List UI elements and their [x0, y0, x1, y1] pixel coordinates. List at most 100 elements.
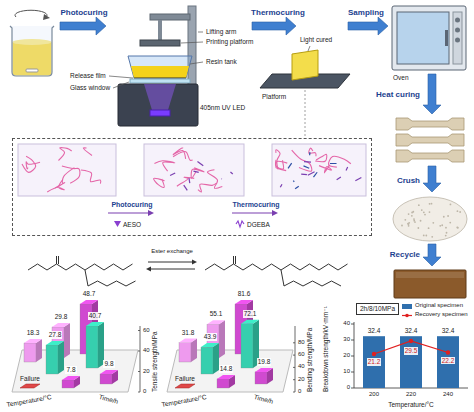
powder-grain — [423, 211, 425, 213]
value-label: 27.8 — [48, 331, 63, 339]
knob — [455, 18, 460, 23]
dog-bone-specimen — [396, 134, 464, 146]
tick-label: 200 — [369, 391, 379, 398]
bar-front — [201, 347, 213, 374]
process-arrow — [232, 212, 272, 213]
tick-label: 40 — [143, 347, 150, 354]
tick-label: 240 — [443, 391, 453, 398]
axis-title: Time/h — [98, 393, 119, 406]
part-label: 405nm UV LED — [200, 104, 245, 112]
stir-bar — [26, 69, 38, 72]
arrow-head — [148, 210, 154, 216]
bar-side — [64, 323, 70, 358]
aeso-chain — [58, 148, 71, 161]
crosslink — [188, 178, 190, 183]
tick-mark — [293, 355, 295, 356]
leader-line — [190, 62, 203, 64]
aeso-chain — [47, 180, 64, 192]
carbonyl-bond — [58, 256, 59, 264]
crosslink — [346, 167, 348, 170]
powder-grain — [408, 213, 410, 215]
bar-top — [217, 375, 235, 379]
tick-label: 20 — [298, 376, 305, 383]
value-label: 32.4 — [405, 327, 418, 335]
powder-grain — [439, 225, 441, 227]
bar-top — [86, 322, 104, 326]
bar-3d — [86, 322, 104, 368]
failure-label: Failure — [175, 375, 195, 383]
polymer-network — [276, 148, 362, 189]
printer-base — [118, 84, 198, 126]
aeso-symbol — [114, 221, 121, 227]
powder-grain — [425, 235, 427, 237]
powder-grain — [421, 209, 423, 211]
bar-3d — [179, 339, 197, 363]
aeso-chain — [292, 150, 312, 171]
knob — [455, 28, 460, 33]
bar-top — [100, 370, 118, 374]
powder-grain — [441, 224, 443, 226]
process-label: Photocuring — [111, 201, 152, 209]
bar-front — [24, 343, 36, 362]
crosslink — [295, 186, 299, 189]
powder-grain — [456, 227, 458, 229]
axis-title: Time/h — [253, 393, 274, 406]
aeso-chain — [309, 148, 316, 156]
value-label: 32.4 — [368, 327, 381, 335]
tick-label: 10 — [343, 368, 350, 375]
bar-top — [46, 341, 64, 345]
bar-top — [52, 323, 70, 327]
bar-front — [86, 326, 98, 368]
aeso-chain — [81, 170, 101, 184]
molecule-bond — [281, 270, 341, 286]
powder-grain — [450, 204, 452, 206]
part-label: Printing platform — [206, 38, 253, 46]
tick-label: 0 — [143, 388, 146, 395]
aeso-chain — [198, 183, 216, 192]
flow-arrow — [348, 17, 388, 35]
monomer-label: DGEBA — [247, 221, 270, 229]
leader-line — [308, 46, 310, 51]
value-label: 29.8 — [54, 313, 69, 321]
exchange-arrow — [151, 269, 195, 270]
carbonyl-bond — [233, 256, 234, 264]
crosslink — [330, 163, 337, 164]
step-label: Sampling — [348, 8, 384, 18]
bar-3d — [24, 339, 42, 362]
step-label: Crush — [397, 176, 420, 186]
powder-grain — [413, 220, 415, 222]
bar-top — [241, 320, 259, 324]
value-label: 55.1 — [209, 310, 224, 318]
powder-grain — [412, 211, 414, 213]
crosslink — [170, 173, 175, 176]
value-label: 72.1 — [243, 310, 258, 318]
oven-panel — [453, 12, 462, 64]
tick-label: 60 — [143, 327, 150, 334]
step-label: Heat curing — [376, 90, 420, 100]
aeso-chain — [83, 148, 92, 156]
legend-point-sample — [405, 314, 409, 318]
oven-handle — [445, 30, 448, 46]
leader-line — [181, 42, 203, 43]
plate-shine — [396, 272, 464, 278]
powder-grain — [457, 210, 459, 212]
bar-3d — [201, 343, 219, 374]
aeso-chain — [276, 161, 287, 170]
crosslink — [304, 166, 310, 168]
powder-grain — [417, 227, 419, 229]
arrow-head — [272, 210, 278, 216]
crushed-powder — [393, 197, 467, 241]
condition-text: 2h/8/10MPa — [360, 305, 395, 313]
step-label: Photocuring — [60, 8, 107, 18]
part-label: Resin tank — [206, 58, 237, 66]
bar-3d — [46, 341, 64, 374]
part-label: Lifting arm — [206, 28, 236, 36]
aeso-chain — [154, 178, 165, 187]
powder-grain — [449, 222, 451, 224]
tick-label: 30 — [343, 336, 350, 343]
value-label: 31.8 — [181, 329, 196, 337]
recovery-point — [446, 350, 450, 354]
value-label: 81.6 — [237, 290, 252, 298]
aeso-chain — [328, 156, 350, 167]
